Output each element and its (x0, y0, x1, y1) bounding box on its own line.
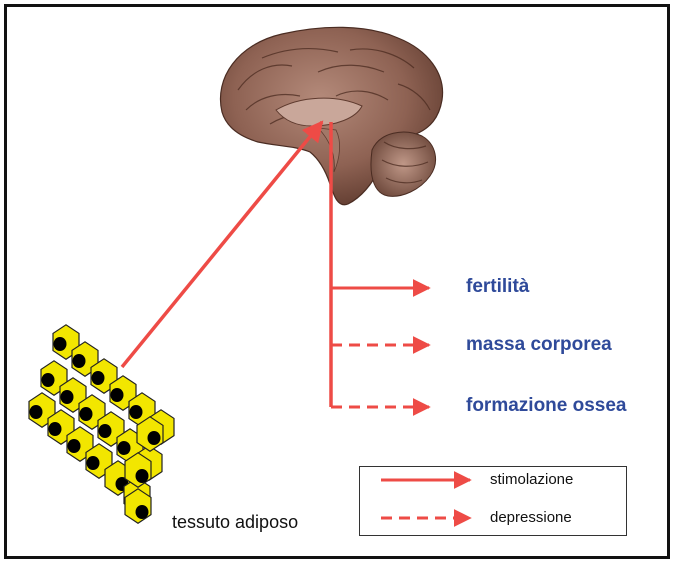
adipocyte-nucleus (87, 456, 100, 470)
adipocyte-nucleus (30, 405, 43, 419)
target-label-massa-corporea: massa corporea (466, 334, 612, 356)
adipocyte-nucleus (73, 354, 86, 368)
adipocyte-nucleus (130, 405, 143, 419)
adipocyte-nucleus (136, 469, 149, 483)
adipocyte-nucleus (68, 439, 81, 453)
adipocyte-nucleus (148, 431, 161, 445)
tissue-label: tessuto adiposo (172, 512, 298, 533)
adipocyte-nucleus (92, 371, 105, 385)
target-label-fertilita: fertilità (466, 276, 529, 298)
adipocyte-nucleus (49, 422, 62, 436)
legend-solid-label: stimolazione (490, 471, 573, 488)
adipocyte-nucleus (111, 388, 124, 402)
adipocyte-nucleus (99, 424, 112, 438)
adipocyte-nucleus (42, 373, 55, 387)
adipocyte-nucleus (54, 337, 67, 351)
legend-dashed-label: depressione (490, 509, 572, 526)
adipocyte-nucleus (61, 390, 74, 404)
adipose-cells (29, 325, 174, 524)
adipocyte-nucleus (118, 441, 131, 455)
target-label-formazione-ossea: formazione ossea (466, 395, 627, 417)
adipocyte-nucleus (136, 505, 149, 519)
adipose-to-brain-arrow (122, 122, 322, 367)
adipocyte-nucleus (80, 407, 93, 421)
